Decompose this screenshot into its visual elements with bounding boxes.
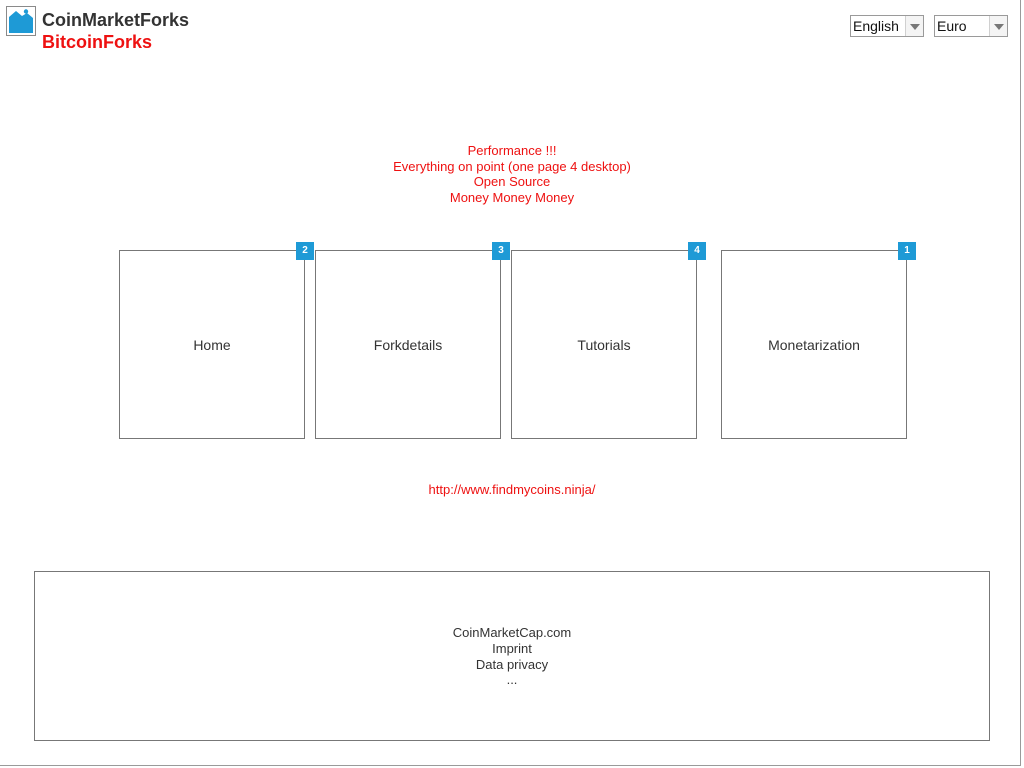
- card-label: Monetarization: [768, 337, 860, 353]
- currency-select[interactable]: Euro: [934, 15, 1008, 37]
- footer: CoinMarketCap.com Imprint Data privacy .…: [34, 571, 990, 741]
- chevron-down-icon[interactable]: [989, 16, 1007, 36]
- card-label: Tutorials: [577, 337, 631, 353]
- card-monetarization[interactable]: Monetarization 1: [721, 242, 916, 439]
- footer-link-data-privacy[interactable]: Data privacy: [475, 656, 549, 672]
- note-line: Performance !!!: [467, 143, 557, 158]
- footer-links: CoinMarketCap.com Imprint Data privacy .…: [35, 625, 989, 688]
- language-select[interactable]: English: [850, 15, 924, 37]
- requirements-notes: Performance !!! Everything on point (one…: [262, 143, 762, 205]
- card-label: Home: [193, 337, 231, 353]
- findmycoins-link[interactable]: http://www.findmycoins.ninja/: [428, 482, 596, 497]
- note-line: Money Money Money: [449, 189, 575, 205]
- brand-subtitle: BitcoinForks: [42, 32, 153, 52]
- footer-link-more[interactable]: ...: [506, 672, 518, 688]
- card-label: Forkdetails: [373, 337, 443, 353]
- note-line: Open Source: [473, 174, 551, 189]
- footer-link-imprint[interactable]: Imprint: [492, 640, 532, 656]
- order-badge: 2: [296, 242, 314, 260]
- note-line: Everything on point (one page 4 desktop): [393, 158, 631, 174]
- brand-title[interactable]: CoinMarketForks: [42, 10, 190, 30]
- chevron-down-icon[interactable]: [905, 16, 923, 36]
- footer-link-coinmarketcap[interactable]: CoinMarketCap.com: [452, 625, 572, 640]
- image-placeholder-icon: [6, 6, 36, 36]
- order-badge: 1: [898, 242, 916, 260]
- card-forkdetails[interactable]: Forkdetails 3: [315, 242, 510, 439]
- order-badge: 3: [492, 242, 510, 260]
- currency-select-value: Euro: [937, 18, 967, 34]
- card-tutorials[interactable]: Tutorials 4: [511, 242, 706, 439]
- order-badge: 4: [688, 242, 706, 260]
- language-select-value: English: [853, 18, 899, 34]
- card-home[interactable]: Home 2: [119, 242, 314, 439]
